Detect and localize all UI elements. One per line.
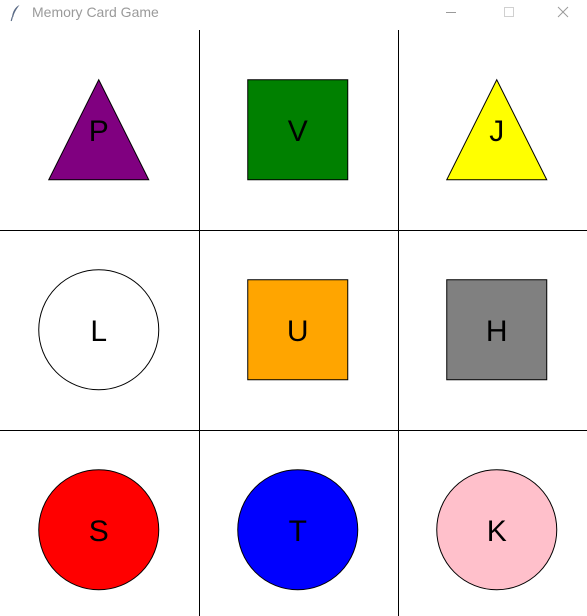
- title-bar[interactable]: Memory Card Game: [0, 0, 587, 30]
- card-letter: T: [289, 515, 307, 548]
- triangle-shape: [445, 78, 548, 181]
- feather-icon: [8, 4, 24, 22]
- window-title: Memory Card Game: [32, 4, 159, 20]
- card-letter: H: [486, 315, 508, 348]
- card-h[interactable]: H: [398, 230, 587, 430]
- circle-shape: [237, 469, 359, 591]
- card-v[interactable]: V: [199, 30, 398, 230]
- card-letter: L: [90, 315, 107, 348]
- circle-shape: [38, 269, 160, 391]
- circle-shape: [38, 469, 160, 591]
- card-j[interactable]: J: [398, 30, 587, 230]
- card-t[interactable]: T: [199, 430, 398, 616]
- close-icon: [557, 6, 569, 18]
- minimize-icon: [445, 6, 457, 18]
- card-letter: J: [489, 115, 504, 148]
- card-letter: K: [487, 515, 507, 548]
- card-letter: S: [89, 515, 109, 548]
- maximize-icon: [503, 6, 515, 18]
- square-shape: [247, 279, 349, 381]
- card-k[interactable]: K: [398, 430, 587, 616]
- card-letter: V: [288, 115, 308, 148]
- card-letter: P: [89, 115, 109, 148]
- maximize-button[interactable]: [481, 0, 537, 24]
- square-shape: [247, 79, 349, 181]
- square-shape: [446, 279, 548, 381]
- card-p[interactable]: P: [0, 30, 199, 230]
- circle-shape: [436, 469, 558, 591]
- card-board: P V J L U H S T K: [0, 30, 587, 616]
- triangle-shape: [47, 78, 150, 181]
- close-button[interactable]: [539, 0, 587, 24]
- card-grid: P V J L U H S T K: [0, 30, 587, 616]
- card-u[interactable]: U: [199, 230, 398, 430]
- card-letter: U: [287, 315, 309, 348]
- card-l[interactable]: L: [0, 230, 199, 430]
- minimize-button[interactable]: [423, 0, 479, 24]
- card-s[interactable]: S: [0, 430, 199, 616]
